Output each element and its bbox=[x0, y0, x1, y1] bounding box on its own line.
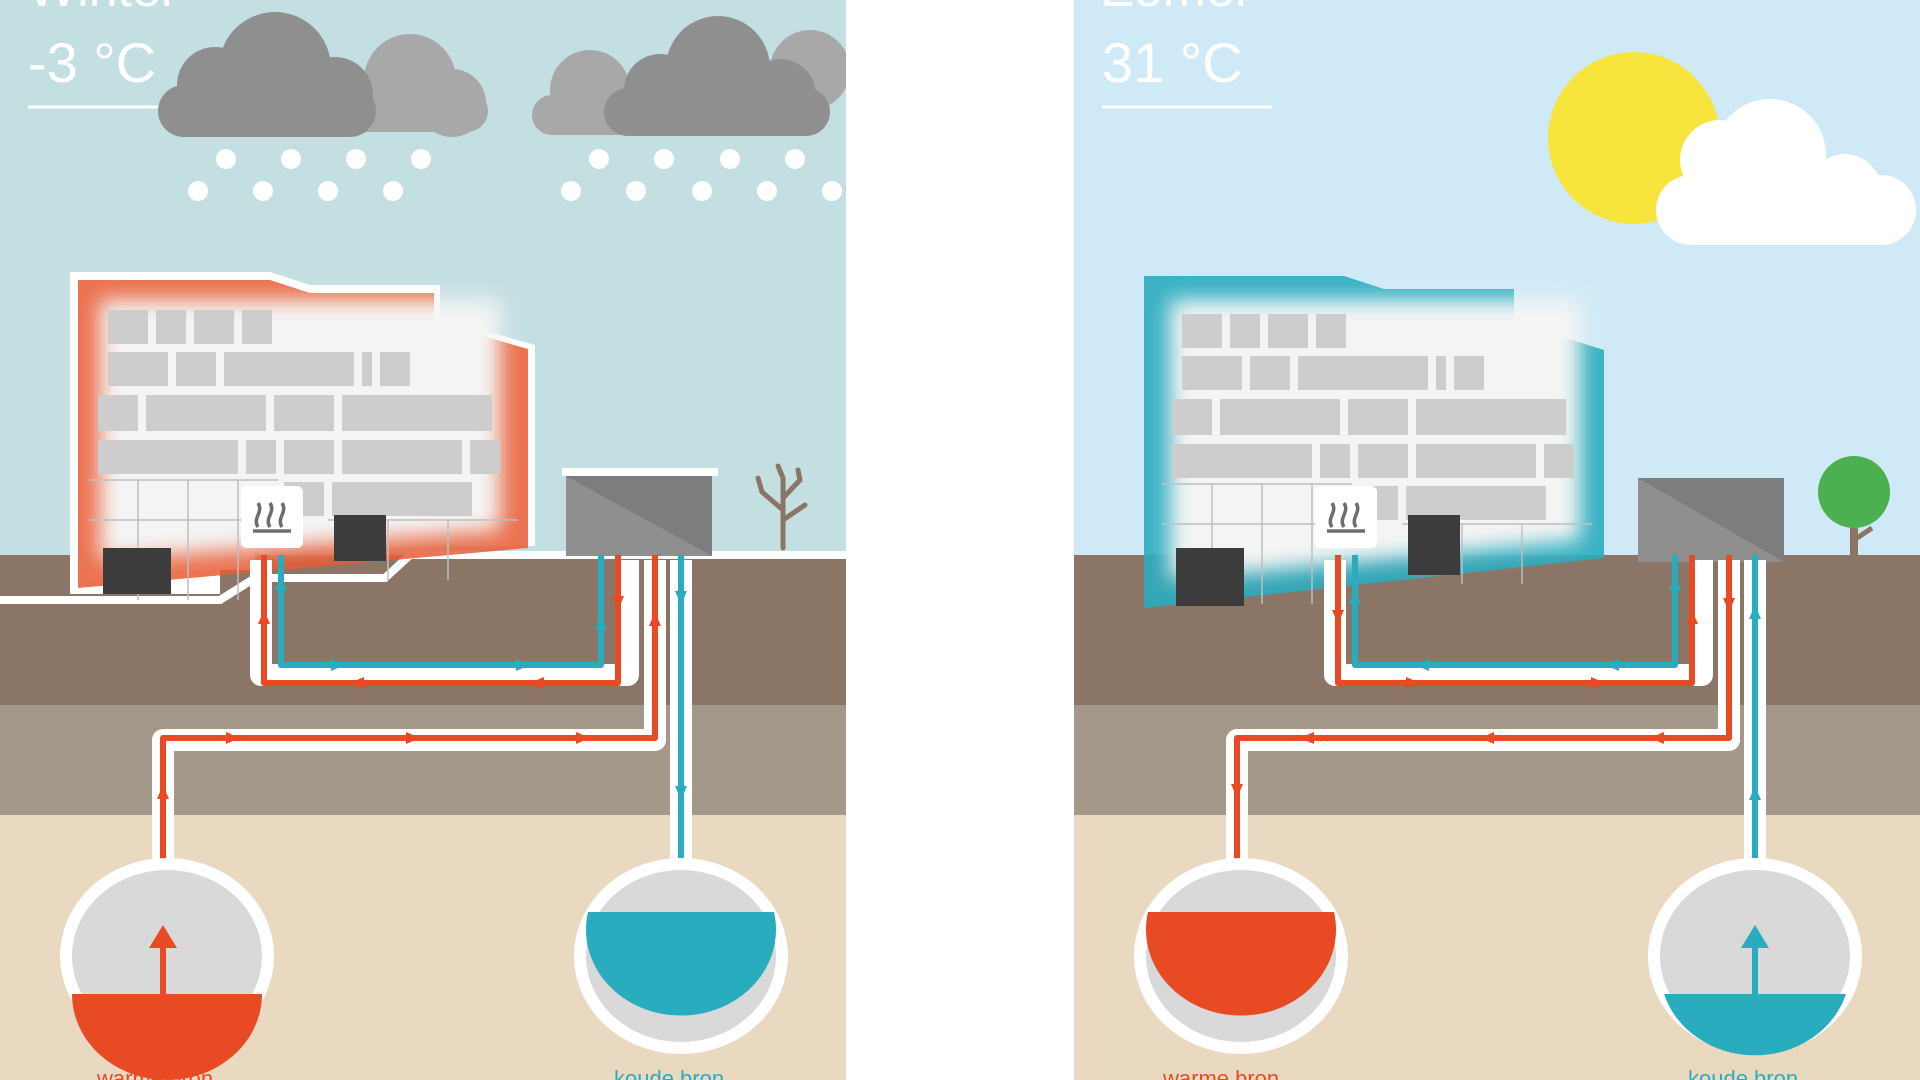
summer-building bbox=[1144, 276, 1604, 608]
summer-flow-arrows bbox=[1231, 586, 1761, 800]
winter-cold-well bbox=[574, 858, 788, 1054]
winter-warm-well-label: warme bron bbox=[96, 1066, 213, 1080]
heater-icon bbox=[241, 486, 303, 548]
summer-cold-well-label: koude bron bbox=[1688, 1066, 1798, 1080]
winter-panel: Winter -3 °C bbox=[0, 0, 846, 1080]
winter-building bbox=[70, 272, 535, 601]
winter-bare-tree bbox=[755, 463, 808, 551]
snow-cloud-icon bbox=[158, 12, 846, 201]
heater-icon bbox=[1315, 486, 1377, 548]
summer-panel: Zomer 31 °C bbox=[1074, 0, 1920, 1080]
summer-season-label: Zomer bbox=[1102, 0, 1252, 18]
sun-cloud-icon bbox=[1548, 52, 1916, 245]
winter-flow-arrows bbox=[157, 586, 687, 800]
summer-machine-room bbox=[1638, 478, 1784, 562]
winter-cold-well-label: koude bron bbox=[614, 1066, 724, 1080]
winter-season-label: Winter bbox=[28, 0, 178, 18]
summer-warm-well bbox=[1134, 858, 1348, 1054]
winter-warm-well bbox=[60, 858, 274, 1080]
summer-soil-mid bbox=[1074, 705, 1920, 815]
winter-machine-room bbox=[562, 468, 718, 556]
summer-warm-well-label: warme bron bbox=[1162, 1066, 1279, 1080]
winter-temperature: -3 °C bbox=[28, 31, 156, 94]
summer-temperature: 31 °C bbox=[1102, 31, 1243, 94]
winter-soil-mid bbox=[0, 705, 846, 815]
summer-tree bbox=[1818, 456, 1890, 562]
summer-cold-well bbox=[1648, 858, 1862, 1056]
